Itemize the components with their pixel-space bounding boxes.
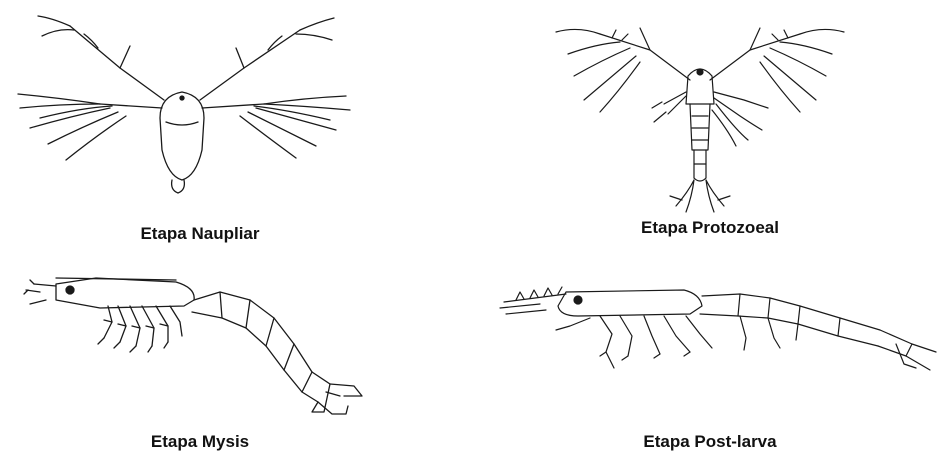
nauplius-larva-drawing (18, 16, 350, 193)
protozoea-larva-drawing (556, 28, 844, 212)
stage-label-mysis: Etapa Mysis (100, 432, 300, 452)
post-larva-shrimp-drawing (500, 287, 936, 370)
stage-label-nauplius: Etapa Naupliar (90, 224, 310, 244)
stage-label-protozoea: Etapa Protozoeal (590, 218, 830, 238)
stage-label-postlarva: Etapa Post-larva (590, 432, 830, 452)
mysis-larva-drawing (24, 278, 362, 414)
